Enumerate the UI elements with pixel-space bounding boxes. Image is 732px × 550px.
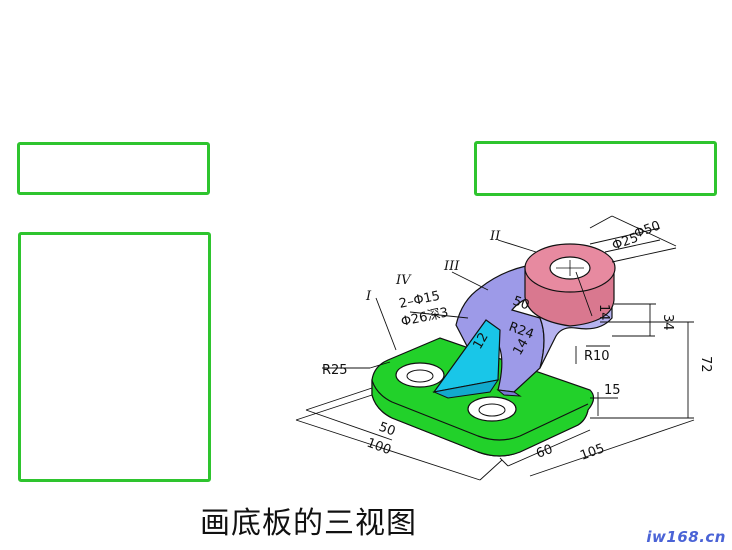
label-part-IV: IV	[395, 273, 412, 288]
label-part-I: I	[365, 289, 372, 304]
label-14-arm: 14	[510, 336, 531, 358]
label-50-base: 50	[377, 420, 398, 440]
dimension-lines	[295, 215, 695, 481]
label-r10: R10	[584, 349, 610, 364]
top-right-view-frame	[474, 141, 717, 196]
label-part-III: III	[443, 259, 460, 274]
label-14-top: 14	[596, 304, 611, 321]
base-plate	[371, 337, 595, 457]
figure-caption: 画底板的三视图	[200, 506, 417, 541]
watermark: iw168.cn	[646, 528, 726, 546]
cylinder-boss	[524, 243, 616, 327]
label-50-arm: 50	[511, 294, 532, 314]
bottom-left-view-frame	[18, 232, 211, 482]
label-15: 15	[604, 383, 621, 398]
rib	[432, 319, 501, 399]
label-part-II: II	[489, 229, 501, 244]
label-34: 34	[660, 314, 675, 331]
label-72: 72	[698, 356, 713, 373]
label-phi25: Φ25	[610, 231, 640, 254]
label-12-rib: 12	[470, 330, 491, 352]
label-60: 60	[534, 442, 555, 462]
top-left-view-frame	[17, 142, 210, 195]
label-r25: R25	[322, 363, 348, 378]
label-105: 105	[578, 441, 606, 464]
